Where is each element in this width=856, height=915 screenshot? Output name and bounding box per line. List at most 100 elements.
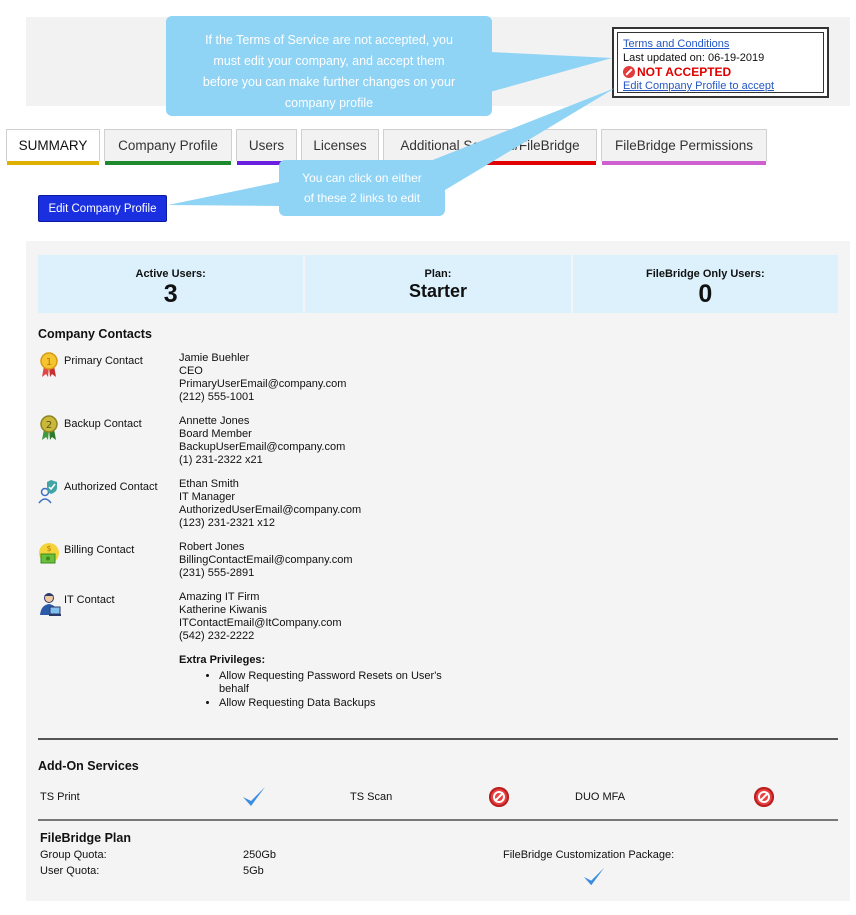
contact-line: ITContactEmail@ItCompany.com bbox=[179, 617, 342, 629]
tab-summary[interactable]: SUMMARY bbox=[6, 129, 100, 165]
stats-bar: Active Users: 3 Plan: Starter FileBridge… bbox=[38, 255, 838, 313]
contact-line: (212) 555-1001 bbox=[179, 391, 255, 403]
stat-label: Active Users: bbox=[135, 268, 206, 280]
summary-panel bbox=[26, 241, 850, 901]
medal-green-icon: 2 bbox=[38, 415, 60, 441]
tab-users[interactable]: Users bbox=[236, 129, 297, 165]
contact-details: Jamie Buehler CEO PrimaryUserEmail@compa… bbox=[179, 352, 346, 404]
contact-line: Robert Jones bbox=[179, 541, 245, 553]
stat-label: FileBridge Only Users: bbox=[646, 268, 765, 280]
contact-it: IT Contact Amazing IT Firm Katherine Kiw… bbox=[38, 591, 342, 642]
contact-role: Backup Contact bbox=[64, 418, 142, 430]
section-divider bbox=[38, 819, 838, 821]
ts-scan-disabled-icon bbox=[489, 787, 509, 807]
tab-label: Additional Services/FileBridge bbox=[400, 138, 580, 153]
tab-label: Company Profile bbox=[118, 138, 218, 153]
stat-label: Plan: bbox=[424, 268, 452, 280]
contact-role: IT Contact bbox=[64, 594, 115, 606]
extra-privileges-title: Extra Privileges: bbox=[179, 654, 266, 666]
section-divider bbox=[38, 738, 838, 740]
svg-text:$: $ bbox=[46, 544, 51, 553]
terms-updated-date: Last updated on: 06-19-2019 bbox=[623, 52, 765, 64]
contact-line: BillingContactEmail@company.com bbox=[179, 554, 353, 566]
contact-line: IT Manager bbox=[179, 491, 236, 503]
terms-and-conditions-link[interactable]: Terms and Conditions bbox=[623, 38, 730, 50]
billing-icon: $ bbox=[38, 541, 60, 567]
extra-privileges: Extra Privileges: Allow Requesting Passw… bbox=[179, 654, 464, 710]
tab-company-profile[interactable]: Company Profile bbox=[104, 129, 232, 165]
contact-details: Ethan Smith IT Manager AuthorizedUserEma… bbox=[179, 478, 361, 530]
ts-print-check-icon bbox=[243, 787, 265, 806]
tab-bar: SUMMARY Company Profile Users Licenses A… bbox=[6, 129, 771, 165]
filebridge-plan-title: FileBridge Plan bbox=[40, 831, 131, 845]
privilege-item: Allow Requesting Password Resets on User… bbox=[219, 670, 464, 697]
contact-line: CEO bbox=[179, 365, 203, 377]
contact-line: Ethan Smith bbox=[179, 478, 239, 490]
tab-color-bar bbox=[237, 161, 296, 165]
addon-ts-print-label: TS Print bbox=[40, 791, 80, 803]
links-callout: You can click on either of these 2 links… bbox=[279, 160, 445, 216]
stat-value: Starter bbox=[408, 281, 467, 301]
contact-billing: $ Billing Contact Robert Jones BillingCo… bbox=[38, 541, 353, 579]
company-contacts-title: Company Contacts bbox=[38, 327, 152, 341]
tos-callout-line: company profile bbox=[284, 96, 374, 110]
contact-line: AuthorizedUserEmail@company.com bbox=[179, 504, 362, 516]
tab-color-bar bbox=[602, 161, 766, 165]
contact-authorized: Authorized Contact Ethan Smith IT Manage… bbox=[38, 478, 361, 529]
tab-color-bar bbox=[7, 161, 99, 165]
contact-line: Amazing IT Firm bbox=[179, 591, 260, 603]
addon-services-title: Add-On Services bbox=[38, 759, 139, 773]
contact-primary: 1 Primary Contact Jamie Buehler CEO Prim… bbox=[38, 352, 346, 403]
edit-company-profile-link[interactable]: Edit Company Profile to accept bbox=[623, 80, 775, 92]
contact-role: Primary Contact bbox=[64, 355, 143, 367]
edit-company-profile-button[interactable]: Edit Company Profile bbox=[38, 195, 167, 222]
contact-line: (231) 555-2891 bbox=[179, 567, 255, 579]
terms-status-text: NOT ACCEPTED bbox=[637, 65, 732, 79]
privileges-list: Allow Requesting Password Resets on User… bbox=[179, 670, 464, 711]
contact-line: (1) 231-2322 x21 bbox=[179, 454, 263, 466]
group-quota-value: 250Gb bbox=[243, 849, 277, 861]
tos-callout: If the Terms of Service are not accepted… bbox=[166, 16, 492, 116]
tab-licenses[interactable]: Licenses bbox=[301, 129, 379, 161]
tab-filebridge-permissions[interactable]: FileBridge Permissions bbox=[601, 129, 767, 165]
customization-package-label: FileBridge Customization Package: bbox=[503, 849, 675, 861]
contact-line: Annette Jones bbox=[179, 415, 250, 427]
tos-callout-line: must edit your company, and accept them bbox=[213, 54, 445, 68]
stat-plan: Plan: Starter bbox=[305, 255, 571, 313]
user-quota-label: User Quota: bbox=[40, 865, 100, 877]
svg-text:2: 2 bbox=[46, 420, 52, 431]
it-support-icon bbox=[38, 591, 61, 617]
tab-color-bar bbox=[105, 161, 231, 165]
stat-active-users: Active Users: 3 bbox=[38, 255, 304, 313]
contact-details: Annette Jones Board Member BackupUserEma… bbox=[179, 415, 345, 467]
contact-line: PrimaryUserEmail@company.com bbox=[179, 378, 347, 390]
contact-details: Robert Jones BillingContactEmail@company… bbox=[179, 541, 353, 580]
stat-value: 3 bbox=[163, 280, 178, 308]
user-check-icon bbox=[38, 478, 60, 504]
tab-additional-services[interactable]: Additional Services/FileBridge bbox=[383, 129, 597, 165]
contact-line: Board Member bbox=[179, 428, 252, 440]
terms-status: NOT ACCEPTED bbox=[623, 65, 823, 79]
contact-backup: 2 Backup Contact Annette Jones Board Mem… bbox=[38, 415, 345, 466]
svg-text:1: 1 bbox=[46, 357, 52, 368]
tos-callout-line: before you can make further changes on y… bbox=[202, 75, 456, 89]
duo-mfa-disabled-icon bbox=[754, 787, 774, 807]
privilege-item: Allow Requesting Data Backups bbox=[219, 697, 464, 711]
contact-line: (123) 231-2321 x12 bbox=[179, 517, 276, 529]
addon-ts-scan-label: TS Scan bbox=[350, 791, 393, 803]
contact-role: Billing Contact bbox=[64, 544, 135, 556]
user-quota-value: 5Gb bbox=[243, 865, 264, 877]
tab-label: Users bbox=[248, 138, 285, 153]
contact-line: Katherine Kiwanis bbox=[179, 604, 268, 616]
tab-label: Licenses bbox=[313, 138, 367, 153]
customization-check-icon bbox=[583, 867, 605, 886]
not-accepted-icon bbox=[623, 66, 635, 78]
tos-callout-line: If the Terms of Service are not accepted… bbox=[205, 33, 453, 47]
links-callout-line: You can click on either bbox=[302, 171, 422, 185]
contact-role: Authorized Contact bbox=[64, 481, 158, 493]
medal-gold-icon: 1 bbox=[38, 352, 60, 378]
group-quota-label: Group Quota: bbox=[40, 849, 107, 861]
tab-label: SUMMARY bbox=[18, 138, 88, 153]
addon-duo-mfa-label: DUO MFA bbox=[575, 791, 626, 803]
links-callout-line: of these 2 links to edit bbox=[303, 191, 421, 205]
